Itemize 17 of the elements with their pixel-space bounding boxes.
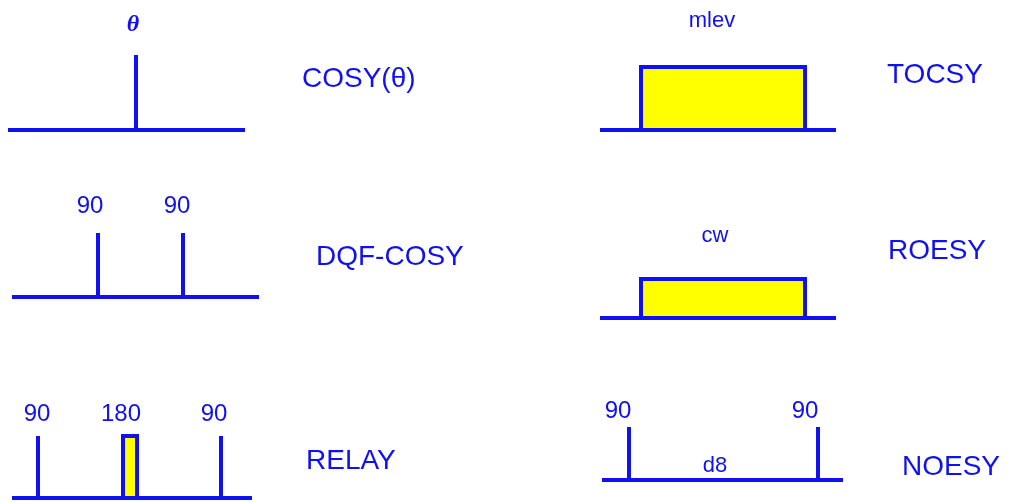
sequence-name: TOCSY <box>887 60 983 88</box>
pulse-angle-label: 90 <box>604 398 632 422</box>
mixing-label: mlev <box>688 9 736 31</box>
pulse-angle-label: 90 <box>791 398 819 422</box>
pulse-angle-label: 180 <box>101 401 141 425</box>
mixing-label: cw <box>701 224 729 246</box>
pulse-angle-label: 90 <box>200 401 228 425</box>
sequence-name: COSY(θ) <box>302 64 416 92</box>
sequence-name: RELAY <box>306 446 396 474</box>
pulse-angle-label: 90 <box>23 401 51 425</box>
sequence-name: NOESY <box>902 452 1001 480</box>
sequence-name: DQF-COSY <box>316 242 464 270</box>
pulse-angle-label: 90 <box>163 193 191 217</box>
delay-label: d8 <box>702 454 728 476</box>
pulse-angle-label: θ <box>126 11 140 35</box>
sequence-name: ROESY <box>888 236 987 264</box>
pulse-angle-label: 90 <box>76 193 104 217</box>
